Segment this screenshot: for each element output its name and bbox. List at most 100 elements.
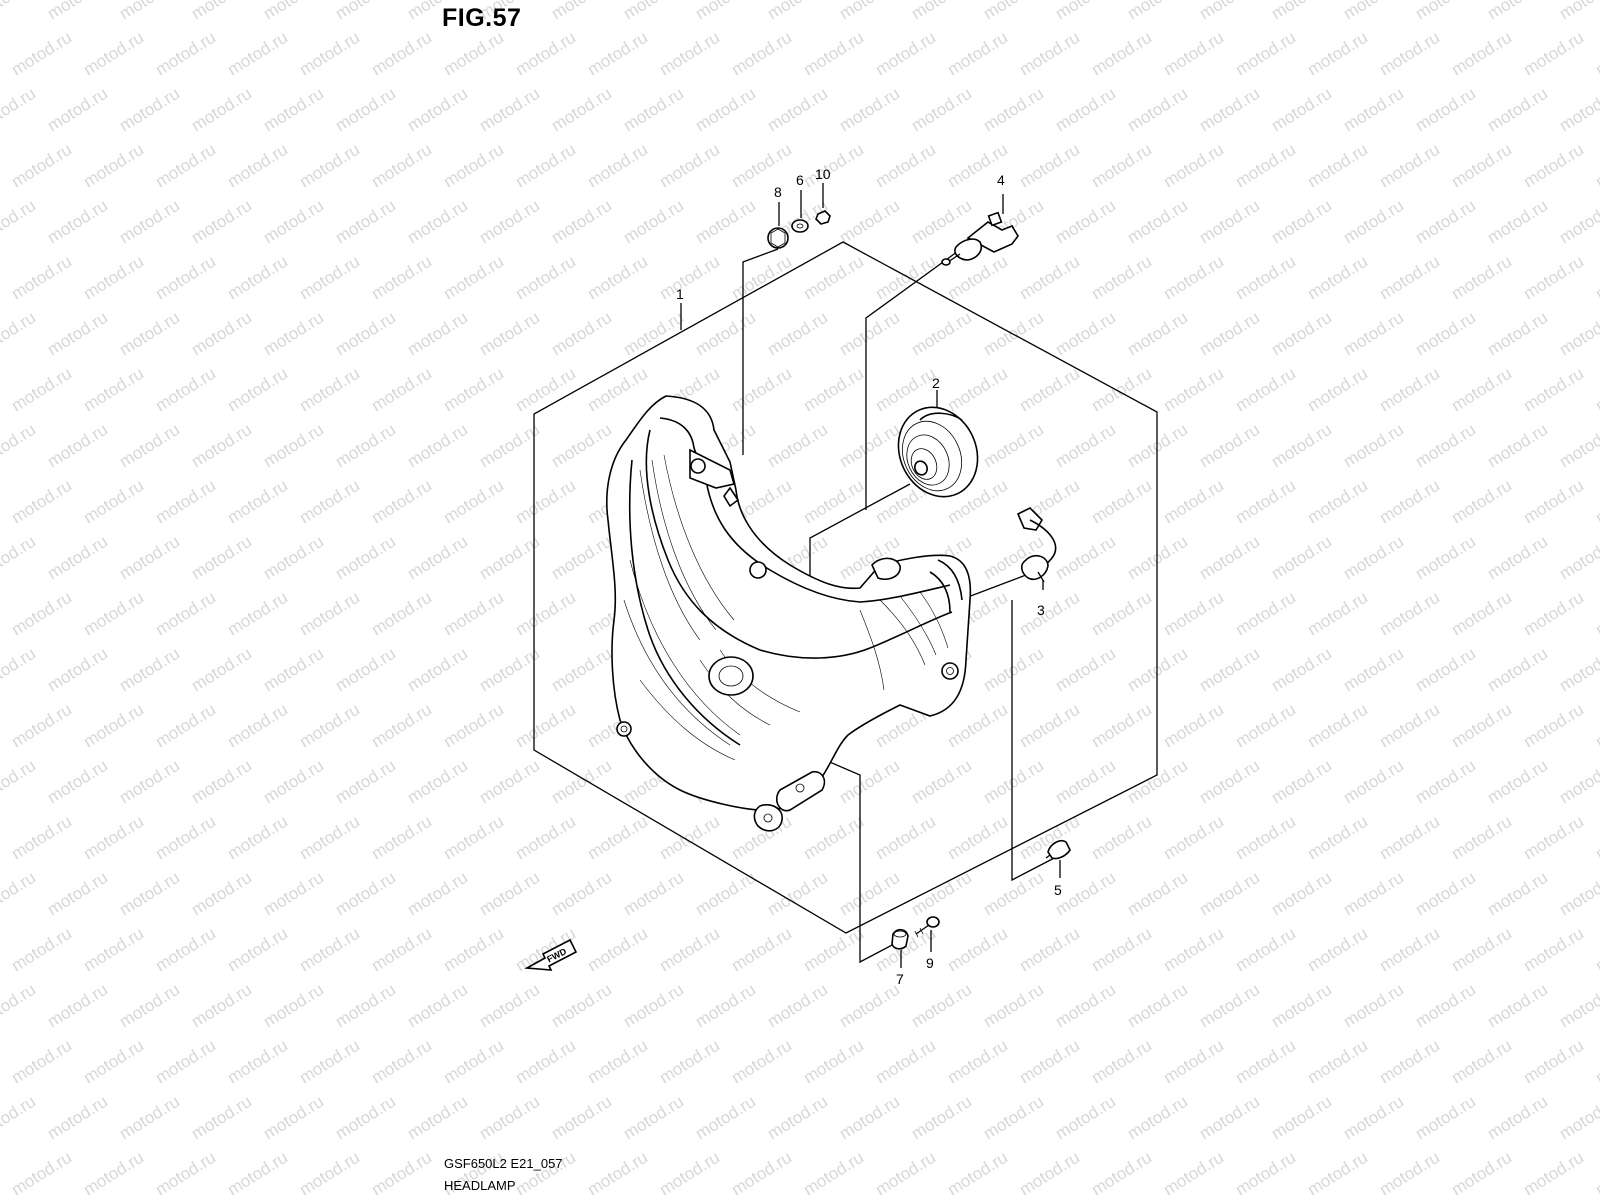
watermark-text: motod.ru (1484, 196, 1551, 248)
watermark-text: motod.ru (296, 28, 363, 80)
watermark-text: motod.ru (1304, 28, 1371, 80)
watermark-text: motod.ru (1052, 532, 1119, 584)
watermark-text: motod.ru (1304, 700, 1371, 752)
watermark-text: motod.ru (1232, 700, 1299, 752)
watermark-text: motod.ru (1196, 644, 1263, 696)
watermark-text: motod.ru (296, 364, 363, 416)
watermark-text: motod.ru (116, 532, 183, 584)
watermark-text: motod.ru (1232, 364, 1299, 416)
watermark-text: motod.ru (80, 700, 147, 752)
watermark-text: motod.ru (1520, 812, 1587, 864)
watermark-text: motod.ru (368, 140, 435, 192)
watermark-text: motod.ru (836, 0, 903, 23)
watermark-text: motod.ru (0, 420, 39, 472)
watermark-text: motod.ru (584, 1148, 651, 1200)
watermark-text: motod.ru (1484, 532, 1551, 584)
watermark-text: motod.ru (152, 1036, 219, 1088)
watermark-text: motod.ru (188, 1092, 255, 1144)
watermark-text: motod.ru (980, 0, 1047, 23)
watermark-text: motod.ru (0, 364, 3, 416)
watermark-text: motod.ru (1016, 1036, 1083, 1088)
watermark-text: motod.ru (692, 1092, 759, 1144)
watermark-text: motod.ru (1412, 84, 1479, 136)
watermark-text: motod.ru (152, 28, 219, 80)
figure-label: FIG.57 (442, 4, 522, 32)
watermark-text: motod.ru (980, 1092, 1047, 1144)
watermark-text: motod.ru (1016, 364, 1083, 416)
watermark-text: motod.ru (584, 252, 651, 304)
watermark-text: motod.ru (1088, 924, 1155, 976)
watermark-text: motod.ru (440, 588, 507, 640)
watermark-text: motod.ru (1592, 252, 1600, 304)
callout-6: 6 (796, 172, 804, 188)
watermark-text: motod.ru (188, 868, 255, 920)
watermark-text: motod.ru (1304, 140, 1371, 192)
watermark-text: motod.ru (296, 140, 363, 192)
watermark-text: motod.ru (476, 196, 543, 248)
watermark-text: motod.ru (1520, 476, 1587, 528)
watermark-text: motod.ru (332, 0, 399, 23)
watermark-text: motod.ru (1376, 28, 1443, 80)
watermark-text: motod.ru (476, 532, 543, 584)
watermark-text: motod.ru (1340, 532, 1407, 584)
watermark-text: motod.ru (548, 420, 615, 472)
watermark-text: motod.ru (1340, 308, 1407, 360)
watermark-text: motod.ru (548, 980, 615, 1032)
watermark-text: motod.ru (548, 84, 615, 136)
watermark-text: motod.ru (440, 1036, 507, 1088)
watermark-text: motod.ru (404, 980, 471, 1032)
watermark-text: motod.ru (836, 868, 903, 920)
watermark-text: motod.ru (296, 476, 363, 528)
watermark-text: motod.ru (1304, 1036, 1371, 1088)
watermark-text: motod.ru (1376, 252, 1443, 304)
watermark-text: motod.ru (1592, 924, 1600, 976)
watermark-text: motod.ru (1268, 196, 1335, 248)
watermark-text: motod.ru (728, 1148, 795, 1200)
watermark-text: motod.ru (944, 28, 1011, 80)
watermark-text: motod.ru (620, 84, 687, 136)
watermark-text: motod.ru (980, 980, 1047, 1032)
watermark-text: motod.ru (0, 980, 39, 1032)
watermark-text: motod.ru (908, 1092, 975, 1144)
watermark-text: motod.ru (872, 28, 939, 80)
watermark-text: motod.ru (692, 196, 759, 248)
watermark-text: motod.ru (1520, 364, 1587, 416)
watermark-text: motod.ru (1196, 980, 1263, 1032)
watermark-text: motod.ru (224, 140, 291, 192)
watermark-text: motod.ru (368, 1036, 435, 1088)
watermark-text: motod.ru (1484, 308, 1551, 360)
watermark-text: motod.ru (728, 28, 795, 80)
watermark-text: motod.ru (1088, 1148, 1155, 1200)
watermark-text: motod.ru (1016, 924, 1083, 976)
watermark-text: motod.ru (0, 756, 39, 808)
watermark-text: motod.ru (296, 700, 363, 752)
watermark-text: motod.ru (0, 28, 3, 80)
watermark-text: motod.ru (1412, 532, 1479, 584)
watermark-text: motod.ru (764, 1092, 831, 1144)
watermark-text: motod.ru (224, 1148, 291, 1200)
watermark-text: motod.ru (188, 420, 255, 472)
watermark-text: motod.ru (440, 364, 507, 416)
watermark-text: motod.ru (1412, 0, 1479, 23)
watermark-text: motod.ru (908, 84, 975, 136)
watermark-text: motod.ru (476, 868, 543, 920)
watermark-text: motod.ru (188, 0, 255, 23)
watermark-text: motod.ru (8, 252, 75, 304)
watermark-text: motod.ru (332, 756, 399, 808)
headlamp-housing (606, 395, 972, 832)
watermark-text: motod.ru (1088, 812, 1155, 864)
watermark-text: motod.ru (908, 868, 975, 920)
watermark-text: motod.ru (1484, 980, 1551, 1032)
watermark-text: motod.ru (800, 1036, 867, 1088)
watermark-text: motod.ru (404, 308, 471, 360)
watermark-text: motod.ru (152, 140, 219, 192)
watermark-text: motod.ru (656, 140, 723, 192)
watermark-text: motod.ru (1376, 924, 1443, 976)
watermark-text: motod.ru (296, 924, 363, 976)
watermark-text: motod.ru (476, 756, 543, 808)
position-socket-part (1016, 507, 1057, 583)
watermark-text: motod.ru (8, 1148, 75, 1200)
watermark-text: motod.ru (1484, 420, 1551, 472)
watermark-text: motod.ru (512, 28, 579, 80)
